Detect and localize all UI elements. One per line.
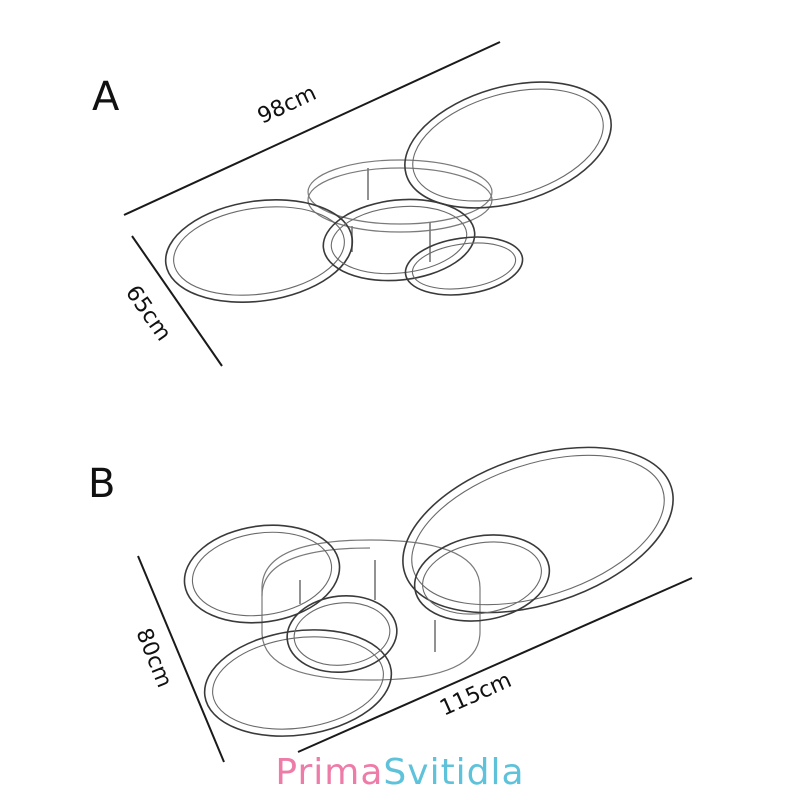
variant-a-letter: A xyxy=(92,74,120,120)
variant-b-letter: B xyxy=(88,461,115,507)
variant-b-ring-small-right xyxy=(413,534,551,622)
variant-a-base xyxy=(307,159,493,262)
brand-watermark: PrimaSvitidla xyxy=(0,752,800,793)
variant-b-base xyxy=(261,539,481,681)
variant-a-width-label: 98cm xyxy=(254,81,320,130)
variant-b-ring-top-left xyxy=(183,524,341,624)
variant-a-ring-right-large xyxy=(404,81,612,209)
variant-b-ring-bottom-left xyxy=(203,629,393,737)
variant-b-depth-line xyxy=(137,555,225,763)
variant-a-width-line xyxy=(123,41,501,216)
variant-b-width-label: 115cm xyxy=(436,668,515,722)
brand-part-1: Prima xyxy=(275,752,384,793)
variant-a-ring-small xyxy=(404,236,524,296)
variant-a-group: A 98cm 65cm xyxy=(92,41,612,367)
variant-b-depth-label: 80cm xyxy=(130,625,176,691)
variant-a-depth-label: 65cm xyxy=(120,281,176,346)
variant-a-depth-line xyxy=(131,235,223,367)
brand-part-2: Svitidla xyxy=(383,752,525,793)
variant-b-ring-center xyxy=(286,594,398,674)
variant-a-ring-left xyxy=(164,198,354,304)
variant-b-width-line xyxy=(297,577,693,753)
variant-b-ring-right-large xyxy=(402,446,674,614)
variant-a-ring-center xyxy=(322,198,476,282)
variant-b-group: B 115cm 80cm xyxy=(88,446,693,763)
